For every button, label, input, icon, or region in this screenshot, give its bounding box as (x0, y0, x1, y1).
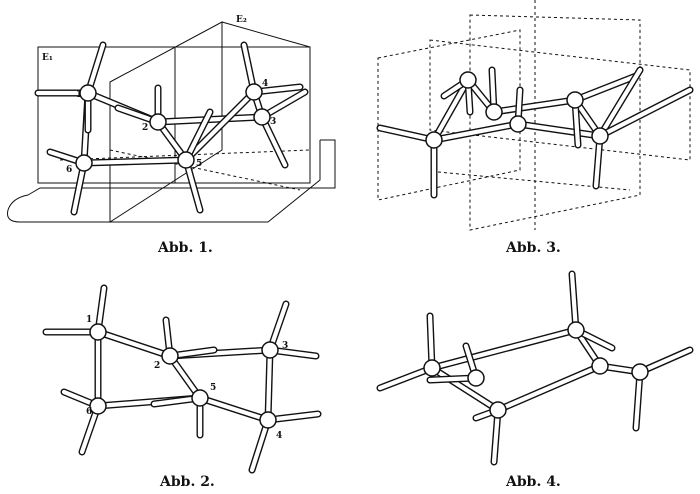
abb4-molecule (376, 270, 694, 466)
abb3-bond-fill (597, 67, 643, 139)
abb1-carbon-atom (75, 154, 93, 172)
abb2-bond-fill (95, 329, 173, 359)
abb1-bond-fill (183, 109, 213, 163)
abb2-carbon-atom (259, 411, 277, 429)
abb2-atom-label-3: 3 (282, 341, 288, 351)
abb1-atom-label-4: 4 (262, 79, 268, 89)
abb2-carbon-atom (89, 323, 107, 341)
abb3-caption: Abb. 3. (506, 240, 561, 256)
abb3-bond-fill (515, 121, 603, 139)
abb3-bond-fill (431, 77, 471, 143)
abb1-plane-e2 (109, 21, 223, 223)
abb2-carbon-atom (261, 341, 279, 359)
abb3-bond-fill (491, 97, 578, 115)
abb3-diagram (376, 0, 694, 231)
abb3-plane-b (429, 39, 691, 161)
abb3-carbon-atom (591, 127, 609, 145)
abb3-axis (437, 0, 631, 230)
abb3-bond-fill (597, 87, 693, 139)
abb1-diagram: E₁ E₂ 1 2 3 4 5 6 (7, 15, 336, 223)
abb3-carbon-atom (485, 103, 503, 121)
abb1-carbon-atom (149, 113, 167, 131)
abb4-bond-fill (429, 327, 579, 371)
abb1-carbon-atom (253, 108, 271, 126)
abb2-molecule (42, 284, 322, 474)
abb4-carbon-atom (567, 321, 585, 339)
abb2-diagram: 1 2 3 4 5 6 (42, 284, 322, 474)
abb1-atom-label-2: 2 (142, 123, 148, 133)
abb3-bond-fill (377, 125, 437, 143)
abb4-bond-fill (429, 365, 501, 413)
abb1-dashed-guide (59, 149, 311, 191)
abb4-bond-fill (495, 363, 603, 413)
abb1-base-slab (7, 139, 336, 223)
abb3-carbon-atom (425, 131, 443, 149)
abb4-bond-fill (637, 347, 693, 375)
abb1-carbon-atom (79, 84, 97, 102)
abb4-carbon-atom (489, 401, 507, 419)
abb1-atom-label-3: 3 (270, 117, 276, 127)
abb3-molecule (376, 66, 694, 199)
abb2-atom-label-1: 1 (86, 315, 92, 325)
abb1-plane-label-e2: E₂ (236, 15, 247, 25)
abb1-bond-fill (259, 114, 288, 168)
abb1-caption: Abb. 1. (158, 240, 213, 256)
abb4-carbon-atom (591, 357, 609, 375)
abb4-diagram (376, 270, 694, 466)
abb1-bond-fill (81, 157, 189, 166)
abb4-carbon-atom (631, 363, 649, 381)
abb2-bond-fill (265, 347, 273, 423)
abb3-carbon-atom (509, 115, 527, 133)
abb4-bond-fill (377, 365, 435, 391)
abb2-bond-fill (197, 395, 271, 423)
abb4-bond-fill (633, 369, 643, 431)
abb2-caption: Abb. 2. (160, 474, 215, 490)
abb2-carbon-atom (191, 389, 209, 407)
abb2-carbon-atom (89, 397, 107, 415)
abb3-carbon-atom (566, 91, 584, 109)
abb4-carbon-atom (467, 369, 485, 387)
abb4-carbon-atom (423, 359, 441, 377)
abb2-atom-label-6: 6 (86, 407, 92, 417)
abb1-atom-label-6: 6 (66, 165, 72, 175)
abb3-bond-fill (431, 121, 521, 143)
abb2-atom-label-5: 5 (210, 383, 216, 393)
abb4-bond-fill (569, 271, 579, 333)
abb1-molecule (34, 41, 309, 216)
abb1-atom-label-5: 5 (196, 159, 202, 169)
abb3-bond-fill (572, 73, 639, 103)
abb1-carbon-atom (177, 151, 195, 169)
abb1-plane-e1 (37, 46, 311, 184)
abb3-plane-c (469, 14, 641, 231)
abb1-carbon-atom (245, 83, 263, 101)
abb1-bond-fill (183, 89, 257, 163)
abb4-caption: Abb. 4. (506, 474, 561, 490)
abb2-atom-label-2: 2 (154, 361, 160, 371)
abb1-plane-label-e1: E₁ (42, 53, 53, 63)
abb2-atom-label-4: 4 (276, 431, 282, 441)
abb1-atom-label-1: 1 (76, 90, 82, 100)
abb3-plane-a (377, 29, 521, 201)
abb3-carbon-atom (459, 71, 477, 89)
abb2-carbon-atom (161, 347, 179, 365)
